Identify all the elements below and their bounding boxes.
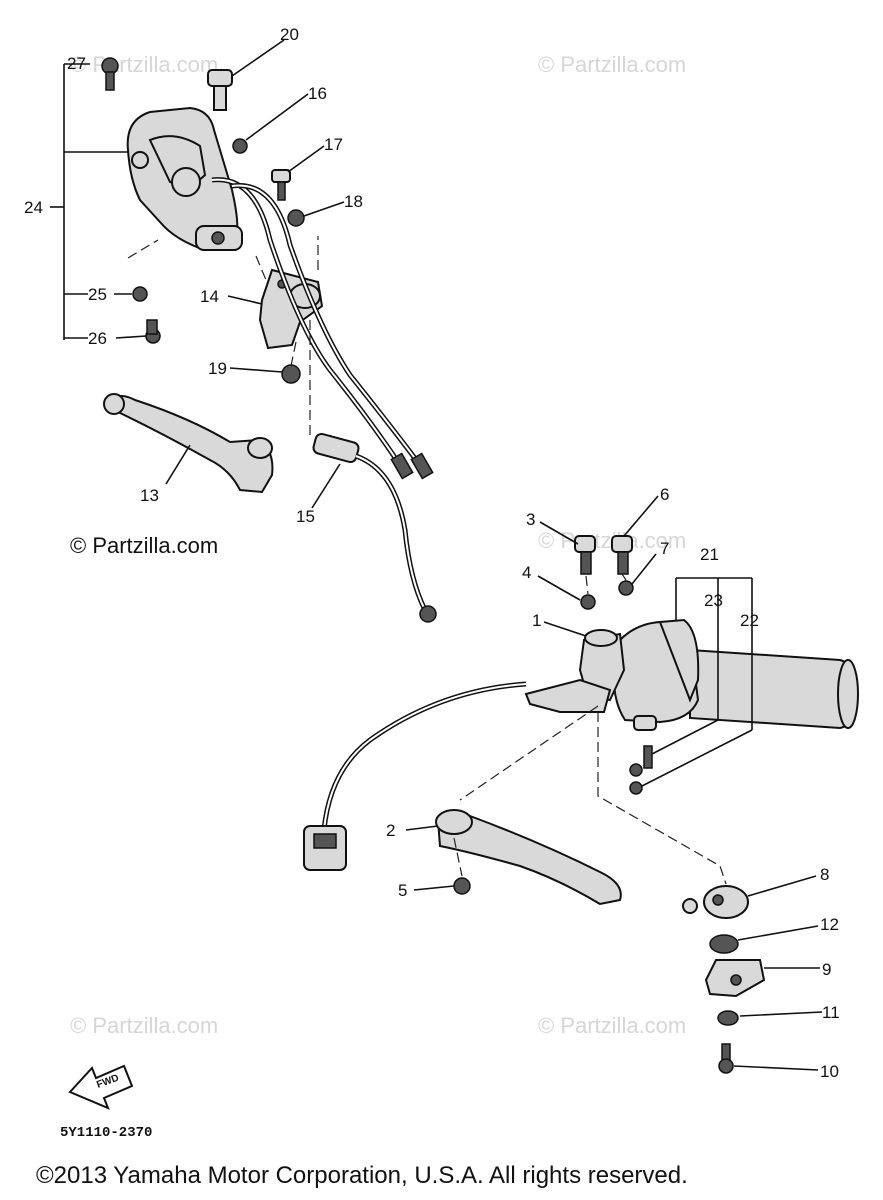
washer-11 <box>717 1010 739 1026</box>
callout-1[interactable]: 1 <box>532 611 541 630</box>
callout-27[interactable]: 27 <box>67 54 86 73</box>
screw-17 <box>271 169 291 201</box>
callout-12[interactable]: 12 <box>820 915 839 934</box>
watermark: © Partzilla.com <box>538 1013 686 1038</box>
diagram-code: 5Y1110-2370 <box>60 1125 153 1141</box>
callout-6[interactable]: 6 <box>660 485 669 504</box>
right-switch-housing <box>612 618 700 731</box>
callout-7[interactable]: 7 <box>660 539 669 558</box>
left-switch-housing <box>126 106 243 252</box>
brake-lever <box>435 809 622 906</box>
callout-19[interactable]: 19 <box>208 359 227 378</box>
callout-8[interactable]: 8 <box>820 865 829 884</box>
bolt-6 <box>611 535 633 575</box>
fwd-arrow-icon: FWD <box>68 1064 134 1110</box>
callout-21[interactable]: 21 <box>700 545 719 564</box>
callout-20[interactable]: 20 <box>280 25 299 44</box>
watermark: © Partzilla.com <box>538 52 686 77</box>
washer-16 <box>232 138 248 154</box>
callout-14[interactable]: 14 <box>200 287 219 306</box>
copyright-notice: ©2013 Yamaha Motor Corporation, U.S.A. A… <box>36 1162 688 1189</box>
callout-23[interactable]: 23 <box>704 591 723 610</box>
screw-27 <box>101 57 119 91</box>
nut-5 <box>453 877 471 895</box>
screw-23 <box>629 745 653 777</box>
nut-25 <box>132 286 148 302</box>
callout-5[interactable]: 5 <box>398 881 407 900</box>
lever-holder <box>524 629 626 713</box>
screw-10 <box>718 1043 734 1074</box>
bolt-20 <box>207 69 233 111</box>
washer-4 <box>580 594 596 610</box>
guide-9 <box>704 959 766 998</box>
callout-2[interactable]: 2 <box>386 821 395 840</box>
callout-11[interactable]: 11 <box>822 1003 840 1022</box>
washer-7 <box>618 580 634 596</box>
watermark: © Partzilla.com <box>70 1013 218 1038</box>
callout-22[interactable]: 22 <box>740 611 759 630</box>
callout-24[interactable]: 24 <box>24 198 43 217</box>
group-bracket-24 <box>50 63 128 340</box>
callout-4[interactable]: 4 <box>522 563 531 582</box>
callout-25[interactable]: 25 <box>88 285 107 304</box>
callout-9[interactable]: 9 <box>822 960 831 979</box>
screw-22 <box>629 781 643 795</box>
screw-26 <box>145 319 161 344</box>
callout-18[interactable]: 18 <box>344 192 363 211</box>
partzilla-mark: © Partzilla.com <box>70 533 219 558</box>
nut-18 <box>287 209 305 227</box>
cap-12 <box>709 934 739 954</box>
clutch-switch <box>312 432 437 623</box>
callout-15[interactable]: 15 <box>296 507 315 526</box>
callout-13[interactable]: 13 <box>140 486 159 505</box>
throttle-grip <box>689 648 859 730</box>
callout-17[interactable]: 17 <box>324 135 343 154</box>
callout-16[interactable]: 16 <box>308 84 327 103</box>
callout-10[interactable]: 10 <box>820 1062 839 1081</box>
clutch-lever <box>103 393 274 494</box>
bolt-3 <box>574 535 596 575</box>
callout-3[interactable]: 3 <box>526 510 535 529</box>
callout-26[interactable]: 26 <box>88 329 107 348</box>
throttle-guide-8 <box>682 885 749 919</box>
watermark: © Partzilla.com <box>70 52 218 77</box>
nut-19 <box>281 364 301 384</box>
group-bracket-21 <box>641 577 753 787</box>
